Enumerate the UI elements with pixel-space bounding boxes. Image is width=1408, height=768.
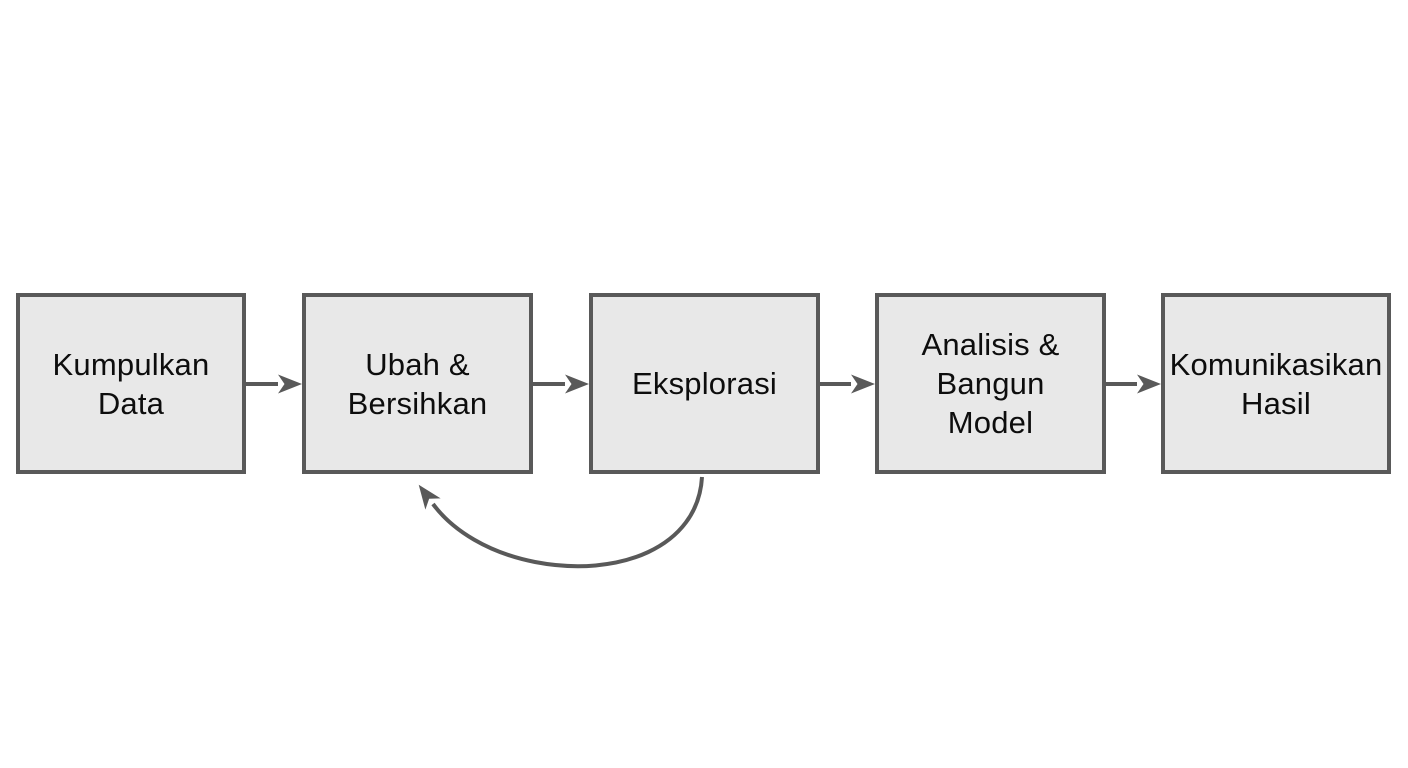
node-ubah-bersihkan: Ubah & Bersihkan (302, 293, 533, 474)
node-ubah-bersihkan-label: Ubah & Bersihkan (347, 346, 488, 421)
node-analisis-bangun-model-label: Analisis & Bangun Model (921, 327, 1060, 440)
node-eksplorasi-label: Eksplorasi (632, 366, 777, 401)
node-kumpulkan-data: Kumpulkan Data (16, 293, 246, 474)
feedback-arrow-eksplorasi-to-ubah (418, 476, 704, 569)
node-kumpulkan-data-label: Kumpulkan Data (52, 346, 210, 421)
node-komunikasikan-hasil-label: Komunikasikan Hasil (1169, 346, 1383, 421)
node-komunikasikan-hasil: Komunikasikan Hasil (1161, 293, 1391, 474)
node-analisis-bangun-model: Analisis & Bangun Model (875, 293, 1106, 474)
node-eksplorasi: Eksplorasi (589, 293, 820, 474)
